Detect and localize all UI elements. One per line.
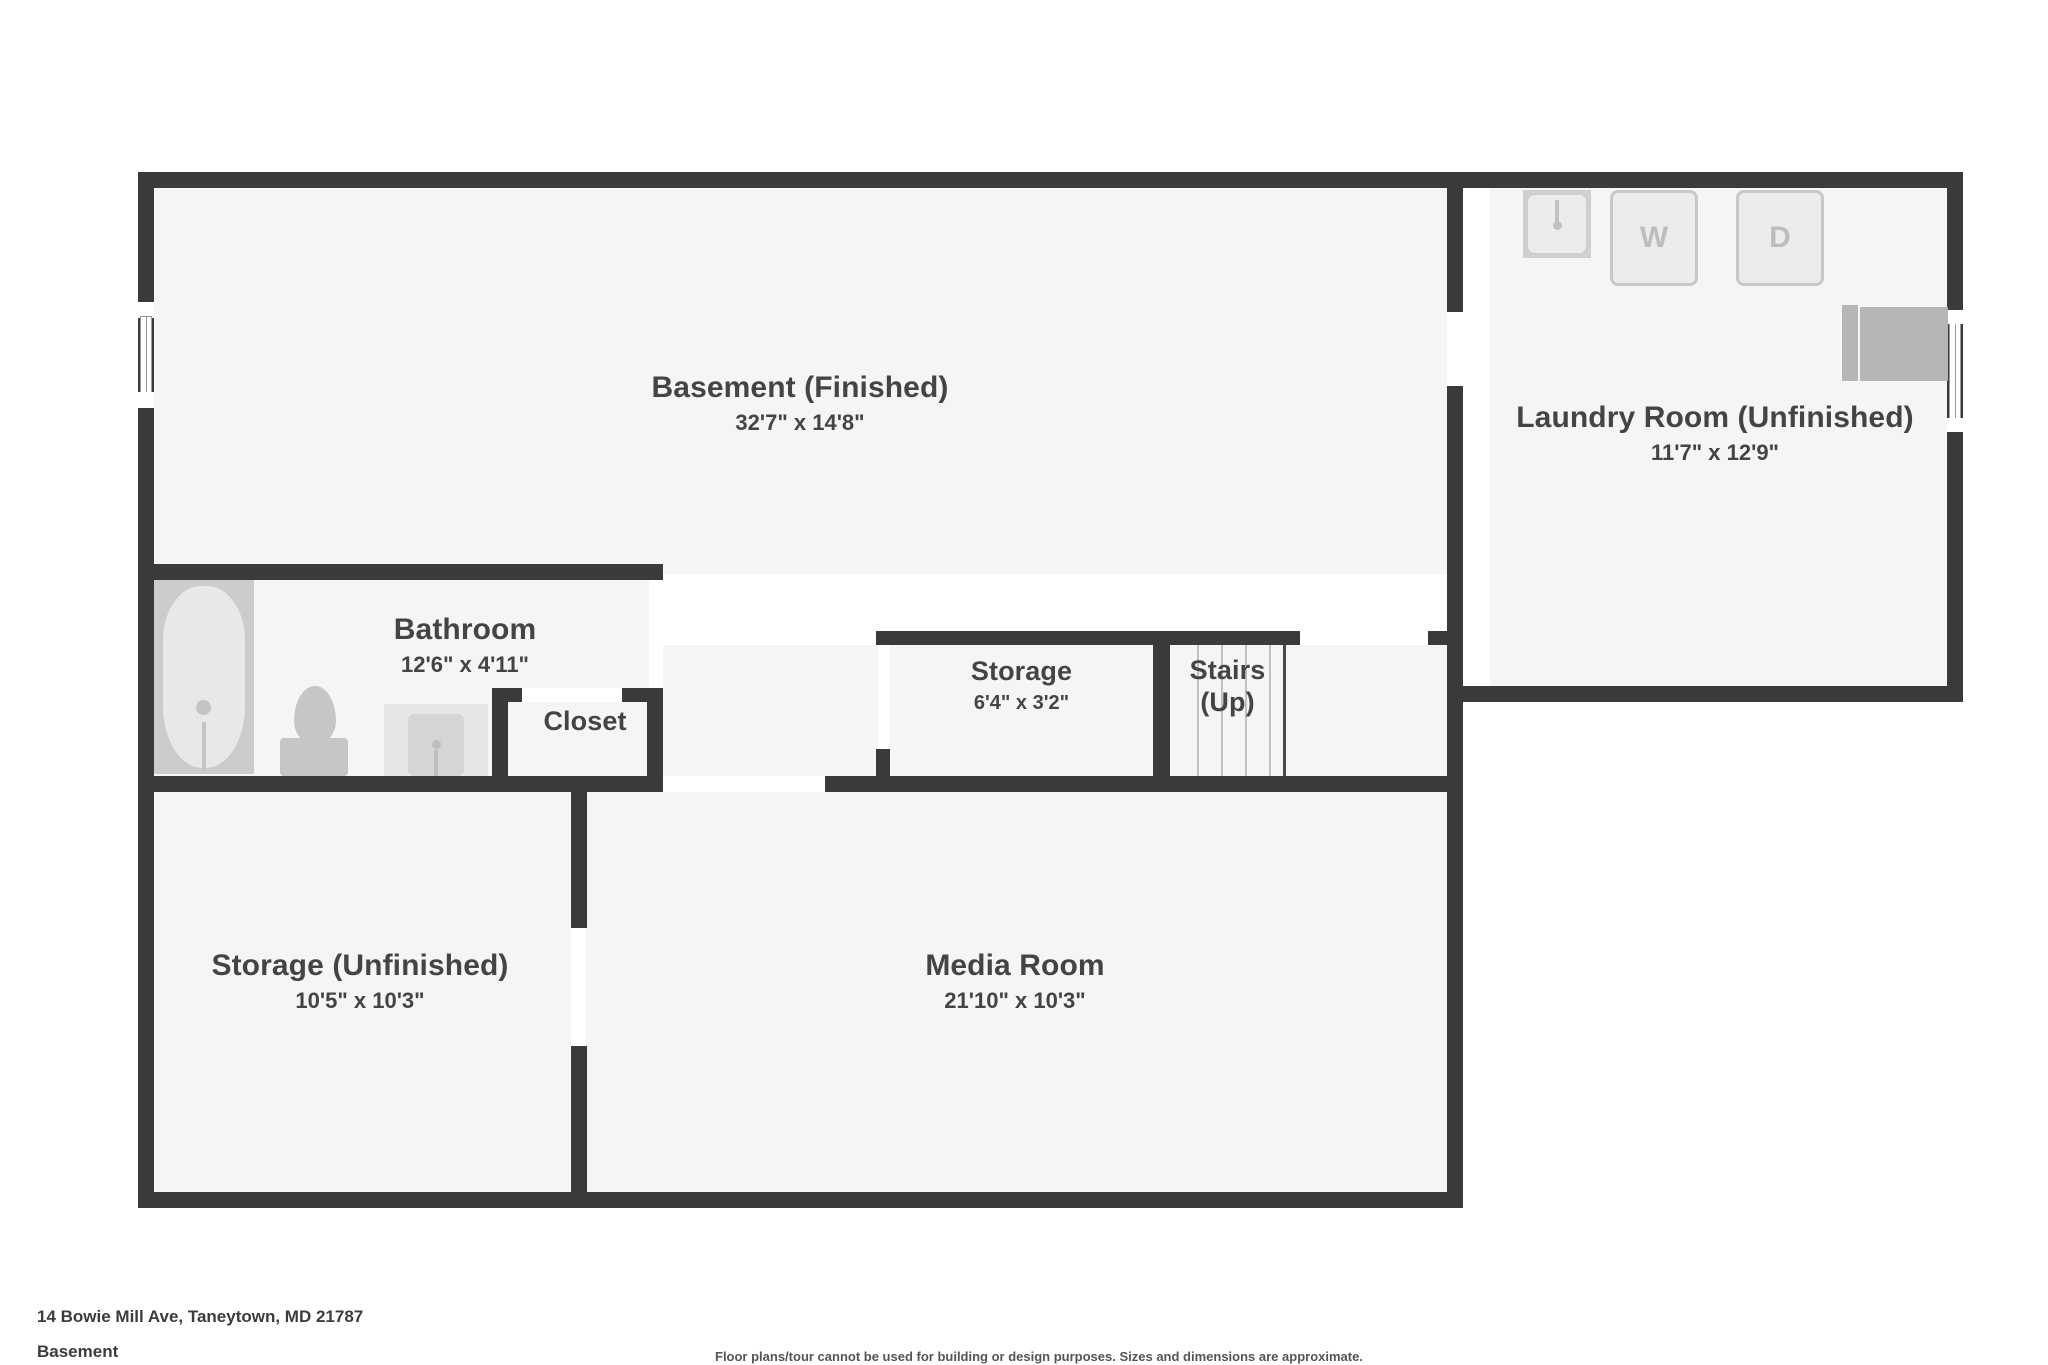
basement-floor bbox=[152, 185, 1449, 574]
wall-left-exterior bbox=[138, 172, 154, 1208]
window-laundry-right bbox=[1949, 322, 1961, 420]
closet-floor bbox=[508, 700, 663, 776]
wall-storage-mid-top bbox=[876, 631, 1167, 645]
doorway-closet bbox=[522, 688, 622, 702]
toilet-icon bbox=[280, 686, 348, 776]
stair-tread bbox=[1197, 645, 1199, 776]
wall-closet-top-left bbox=[492, 688, 522, 702]
window-basement-left bbox=[140, 316, 152, 394]
wall-storage-media-lower bbox=[571, 1046, 587, 1208]
wall-bathroom-right-lower bbox=[647, 692, 663, 790]
wall-storage-media-upper bbox=[571, 792, 587, 928]
doorway-bathroom-entry bbox=[649, 580, 663, 692]
doorway-storage-mid bbox=[878, 645, 890, 749]
doorway-basement-laundry bbox=[1447, 312, 1463, 386]
wall-laundry-shared-upper bbox=[1447, 172, 1463, 312]
wall-laundry-right bbox=[1947, 172, 1963, 702]
doorway-stairs-top bbox=[1300, 631, 1428, 645]
wall-laundry-bottom bbox=[1447, 686, 1963, 702]
doorway-corridor-to-media bbox=[663, 776, 825, 792]
window-laundry-right-jamb-bottom bbox=[1947, 418, 1963, 432]
wall-bottom-exterior bbox=[138, 1192, 1463, 1208]
wall-storage-mid-right bbox=[1153, 631, 1170, 790]
utility-sink-icon bbox=[1523, 190, 1591, 258]
wall-bathroom-top bbox=[138, 564, 663, 580]
stairs-rail bbox=[1283, 645, 1286, 776]
storage-mid-floor bbox=[890, 645, 1153, 776]
wall-stairs-top-right bbox=[1428, 631, 1463, 645]
wall-storage-mid-bottom bbox=[876, 776, 1170, 792]
water-heater-icon bbox=[1842, 305, 1948, 381]
dryer-label: D bbox=[1769, 221, 1791, 254]
stair-tread bbox=[1245, 645, 1247, 776]
corridor-floor bbox=[663, 645, 893, 776]
hall-floor bbox=[1286, 645, 1449, 776]
doorway-storage-media bbox=[572, 928, 586, 1046]
bathroom-sink-icon bbox=[384, 704, 488, 776]
footer-disclaimer: Floor plans/tour cannot be used for buil… bbox=[715, 1349, 1363, 1364]
window-left-jamb-bottom bbox=[138, 392, 154, 408]
window-left-jamb-top bbox=[138, 302, 154, 318]
stair-tread bbox=[1269, 645, 1271, 776]
wall-laundry-shared-lower bbox=[1447, 386, 1463, 686]
wall-closet-top-right bbox=[622, 688, 663, 702]
wall-storage-mid-left-top bbox=[876, 631, 890, 645]
footer-address: 14 Bowie Mill Ave, Taneytown, MD 21787 bbox=[37, 1307, 364, 1326]
dryer-icon: D bbox=[1736, 190, 1824, 286]
laundry-floor bbox=[1490, 185, 1950, 700]
media-room-floor bbox=[585, 788, 1449, 1194]
wall-stairs-top-left bbox=[1170, 631, 1300, 645]
wall-closet-left bbox=[492, 688, 508, 790]
washer-label: W bbox=[1639, 221, 1669, 254]
footer-floor-name: Basement bbox=[37, 1342, 119, 1361]
window-laundry-right-jamb-top bbox=[1947, 310, 1963, 324]
storage-unfinished-floor bbox=[152, 788, 571, 1194]
wall-laundry-top bbox=[1463, 172, 1963, 188]
stairs-floor bbox=[1170, 645, 1283, 776]
stair-tread bbox=[1221, 645, 1223, 776]
wall-basement-top bbox=[138, 172, 1463, 188]
wall-hall-bottom bbox=[1170, 776, 1463, 792]
wall-bathroom-right-upper bbox=[647, 564, 663, 580]
bathtub-icon bbox=[154, 580, 254, 774]
wall-bathroom-bottom bbox=[138, 776, 663, 792]
washer-icon: W bbox=[1610, 190, 1698, 286]
